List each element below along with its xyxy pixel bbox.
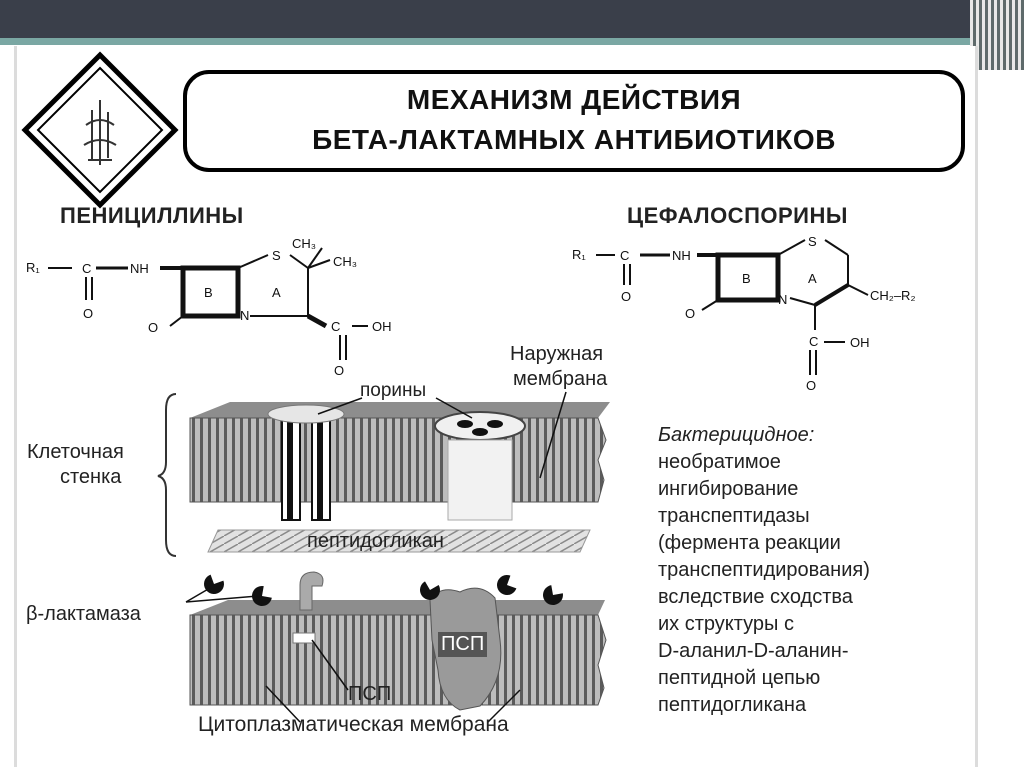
atom-nh: NH: [672, 248, 691, 263]
peptidoglycan-label: пептидогликан: [307, 530, 444, 552]
outer-membrane-layer: [189, 402, 610, 503]
receptor-hook: [299, 571, 324, 611]
cytoplasmic-membrane-layer: [189, 600, 607, 706]
cell-wall-label-2: стенка: [60, 466, 122, 488]
ring-b-label: B: [204, 285, 213, 300]
porins-label: порины: [360, 380, 427, 401]
ring-b-label: B: [742, 271, 751, 286]
cell-wall-label-1: Клеточная: [27, 441, 124, 463]
atom-o: O: [621, 289, 631, 304]
psp-label-lower: ПСП: [348, 683, 392, 705]
description-line: транспептидирования): [658, 559, 870, 581]
slide-accent-stripe: [0, 38, 1024, 45]
porin-channels: [267, 404, 526, 521]
cell-wall-brace: [157, 393, 177, 557]
description-line: пептидной цепью: [658, 667, 821, 689]
peptidoglycan-layer: [207, 529, 591, 553]
atom-c-carboxyl: C: [331, 319, 340, 334]
cytoplasmic-membrane-label: Цитоплазматическая мембрана: [198, 713, 509, 736]
atom-c: C: [82, 261, 91, 276]
atom-n: N: [778, 292, 787, 307]
slide-corner-decoration: [970, 0, 1024, 70]
beta-lactamase-label: β-лактамаза: [26, 603, 141, 625]
description-line: необратимое: [658, 451, 781, 473]
atom-o-lactam: O: [148, 320, 158, 335]
cephalosporin-structure: [596, 239, 869, 375]
description-lead: Бактерицидное:: [658, 424, 815, 446]
atom-oh: OH: [372, 319, 392, 334]
description-line: D-аланил-D-аланин-: [658, 640, 849, 662]
atom-o-lactam: O: [685, 306, 695, 321]
penicillin-atom-labels: R₁ C NH O B A S CH₃ CH₃ N O C OH O: [26, 236, 392, 378]
atom-ch3-top: CH₃: [292, 236, 316, 251]
atom-c-carboxyl: C: [809, 334, 818, 349]
outer-membrane-label-2: мембрана: [513, 368, 608, 390]
atom-s: S: [808, 234, 817, 249]
psp-label-protein: ПСП: [438, 632, 488, 657]
atom-n: N: [240, 308, 249, 323]
penicillins-heading: ПЕНИЦИЛЛИНЫ: [60, 203, 244, 228]
atom-r1: R₁: [572, 247, 586, 262]
title-line-1: МЕХАНИЗМ ДЕЙСТВИЯ: [406, 84, 742, 115]
slide-top-bar: [0, 0, 1024, 40]
ring-a-label: A: [808, 271, 817, 286]
penicillin-structure: [48, 247, 368, 360]
outer-membrane-label-1: Наружная: [510, 343, 604, 365]
description-line: ингибирование: [658, 478, 799, 500]
description-line: (фермента реакции: [658, 532, 841, 554]
atom-o: O: [83, 306, 93, 321]
atom-r1: R₁: [26, 260, 40, 275]
description-line: их структуры с: [658, 613, 794, 635]
atom-c: C: [620, 248, 629, 263]
psp-protein-small: [292, 632, 316, 644]
pharmacy-logo-icon: [21, 51, 179, 209]
description-line: вследствие сходства: [658, 586, 853, 608]
cephalosporins-heading: ЦЕФАЛОСПОРИНЫ: [627, 203, 848, 228]
ring-a-label: A: [272, 285, 281, 300]
atom-s: S: [272, 248, 281, 263]
atom-ch2-r2: CH₂–R₂: [870, 288, 916, 303]
leader-lines: [185, 391, 567, 723]
title-line-2: БЕТА-ЛАКТАМНЫХ АНТИБИОТИКОВ: [312, 124, 836, 155]
description-line: пептидогликана: [658, 694, 807, 716]
mechanism-description: Бактерицидное: необратимое ингибирование…: [658, 422, 958, 719]
atom-ch3-right: CH₃: [333, 254, 357, 269]
atom-nh: NH: [130, 261, 149, 276]
atom-o-carboxyl: O: [806, 378, 816, 393]
atom-o-carboxyl: O: [334, 363, 344, 378]
cephalosporin-atom-labels: R₁ C NH O B A S CH₂–R₂ N O C OH O: [572, 234, 916, 393]
atom-oh: OH: [850, 335, 870, 350]
title-frame: МЕХАНИЗМ ДЕЙСТВИЯ БЕТА-ЛАКТАМНЫХ АНТИБИО…: [183, 70, 965, 172]
description-line: транспептидазы: [658, 505, 810, 527]
